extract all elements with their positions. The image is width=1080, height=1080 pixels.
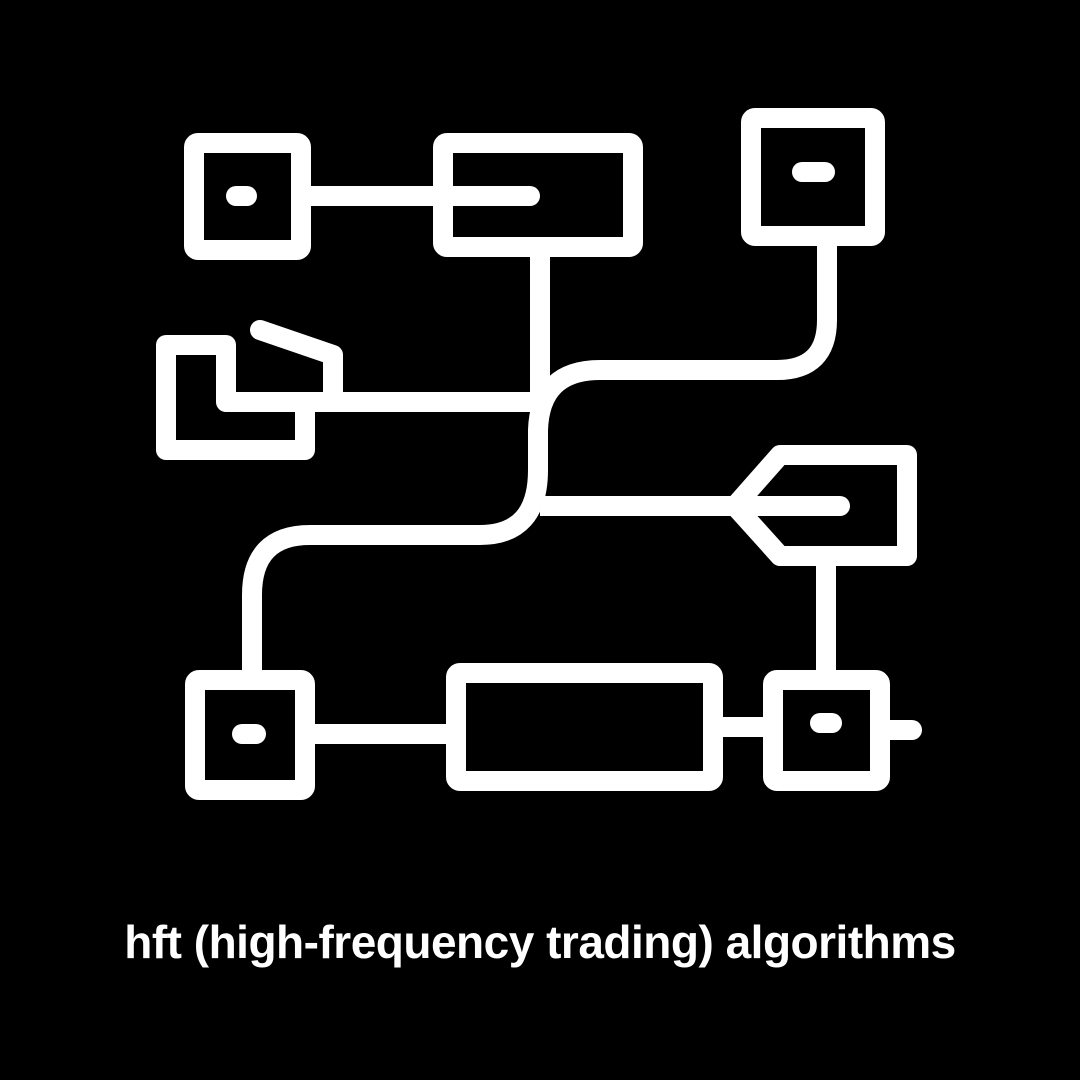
bottom-left-square-node bbox=[185, 670, 315, 800]
top-middle-rect-node bbox=[433, 133, 643, 257]
caption-title: hft (high-frequency trading) algorithms bbox=[124, 916, 956, 968]
top-right-square-node bbox=[741, 108, 885, 246]
left-folded-node bbox=[156, 320, 540, 460]
bottom-right-square-node bbox=[763, 670, 922, 791]
bottom-middle-rect-node bbox=[446, 663, 723, 791]
top-left-square-node bbox=[184, 133, 311, 260]
right-tag-node bbox=[725, 445, 917, 566]
connector-top-right-to-trunk bbox=[242, 236, 837, 680]
